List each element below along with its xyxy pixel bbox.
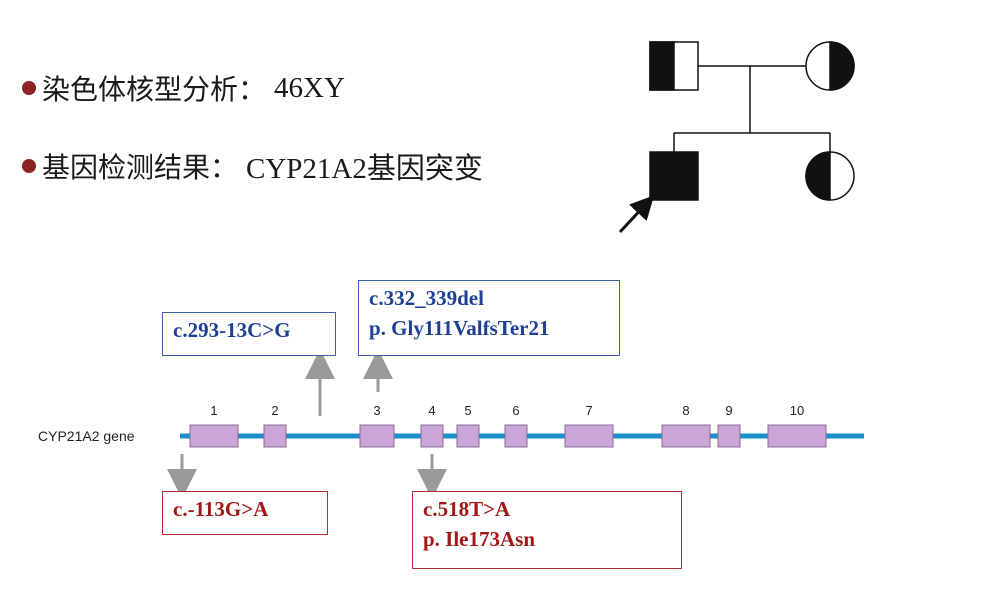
exon-2	[263, 424, 287, 448]
exon-number: 2	[271, 403, 279, 418]
mutation-text: c.-113G>A	[173, 497, 269, 521]
bullet-gene-test: 基因检测结果： CYP21A2基因突变	[22, 145, 483, 187]
exon-number: 10	[789, 403, 805, 418]
karyotype-label: 染色体核型分析：	[42, 73, 267, 106]
mutation-box-exon3: c.332_339del p. Gly111ValfsTer21	[358, 280, 620, 356]
exon-4	[420, 424, 444, 448]
exon-9	[717, 424, 741, 448]
mutation-box-intron2: c.293-13C>G	[162, 312, 336, 356]
gene-label: CYP21A2 gene	[38, 428, 135, 444]
exon-number: 9	[725, 403, 733, 418]
exon-3	[359, 424, 395, 448]
bullet-dot	[22, 81, 36, 95]
bullet-dot	[22, 159, 36, 173]
karyotype-value: 46XY	[274, 71, 345, 104]
mutation-box-exon4: c.518T>A p. Ile173Asn	[412, 491, 682, 569]
sibling-symbol	[805, 151, 855, 201]
exon-number: 7	[585, 403, 593, 418]
mutation-protein-text: p. Gly111ValfsTer21	[369, 316, 550, 340]
exon-10	[767, 424, 827, 448]
exon-number: 6	[512, 403, 520, 418]
mutation-box-promoter: c.-113G>A	[162, 491, 328, 535]
mutation-protein-text: p. Ile173Asn	[423, 527, 536, 551]
exon-6	[504, 424, 528, 448]
exon-7	[564, 424, 614, 448]
exon-number: 1	[210, 403, 218, 418]
exon-number: 8	[682, 403, 690, 418]
gene-test-value: CYP21A2基因突变	[246, 153, 483, 185]
exon-8	[661, 424, 711, 448]
exon-5	[456, 424, 480, 448]
exon-number: 5	[464, 403, 472, 418]
mutation-text: c.518T>A	[423, 497, 511, 521]
proband-arrow-icon	[618, 195, 655, 234]
exon-number: 3	[373, 403, 381, 418]
pedigree	[618, 41, 855, 234]
father-symbol	[649, 41, 699, 91]
exon-number: 4	[428, 403, 436, 418]
gene-test-label: 基因检测结果：	[42, 151, 239, 184]
mutation-text: c.293-13C>G	[173, 318, 291, 342]
mother-symbol	[805, 41, 855, 91]
exon-group	[189, 424, 827, 448]
bullet-karyotype: 染色体核型分析： 46XY	[22, 68, 345, 108]
proband-symbol	[649, 151, 699, 201]
mutation-text: c.332_339del	[369, 286, 484, 310]
exon-1	[189, 424, 239, 448]
